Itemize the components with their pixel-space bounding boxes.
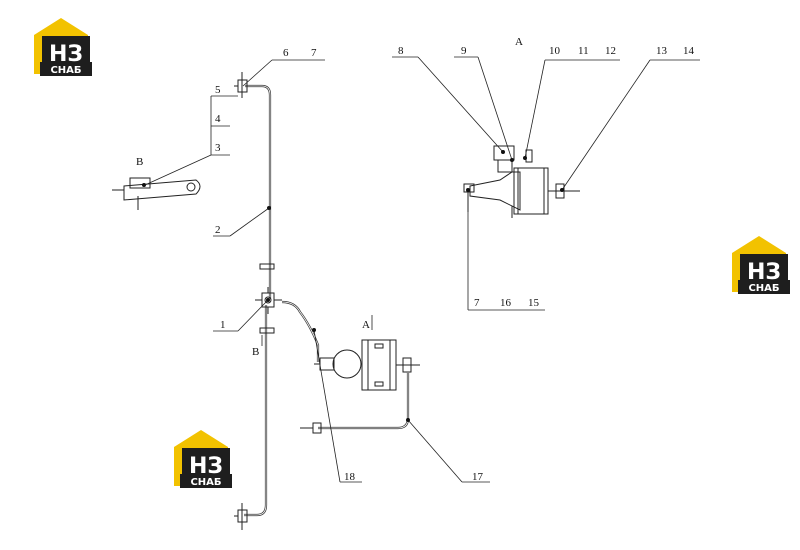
callout-labels: 1 2 3 4 5 6 7 8 9 10 11 12 13 14 7 16 15… bbox=[215, 45, 695, 483]
callout-5: 5 bbox=[215, 84, 221, 96]
logo-caption: СНАБ bbox=[50, 65, 81, 76]
callout-3: 3 bbox=[215, 142, 221, 154]
callout-12: 12 bbox=[605, 45, 616, 57]
callout-1: 1 bbox=[220, 319, 226, 331]
logo-letters: НЗ bbox=[747, 260, 781, 285]
logo-right: НЗ СНАБ bbox=[732, 236, 790, 294]
view-label-a-top: А bbox=[515, 36, 523, 48]
callout-18: 18 bbox=[344, 471, 356, 483]
callout-17: 17 bbox=[472, 471, 484, 483]
logo-caption: СНАБ bbox=[190, 477, 221, 488]
callout-13: 13 bbox=[656, 45, 668, 57]
logo-bottom-left: НЗ СНАБ bbox=[174, 430, 232, 488]
callout-10: 10 bbox=[549, 45, 561, 57]
logo-top-left: НЗ СНАБ bbox=[34, 18, 92, 76]
callout-15: 15 bbox=[528, 297, 540, 309]
callout-7-top: 7 bbox=[311, 47, 317, 59]
vertical-tube-assembly bbox=[234, 72, 282, 530]
callout-2: 2 bbox=[215, 224, 221, 236]
view-label-b-side: В bbox=[136, 156, 143, 168]
callout-11: 11 bbox=[578, 45, 589, 57]
view-label-b-bottom: В bbox=[252, 346, 259, 358]
callout-7-bottom: 7 bbox=[474, 297, 480, 309]
callout-8: 8 bbox=[398, 45, 404, 57]
view-labels: А А В В bbox=[136, 36, 523, 358]
callout-6: 6 bbox=[283, 47, 289, 59]
leader-lines bbox=[144, 56, 700, 483]
branch-tube bbox=[281, 300, 320, 362]
logo-caption: СНАБ bbox=[748, 283, 779, 294]
logo-letters: НЗ bbox=[49, 42, 83, 67]
callout-9: 9 bbox=[461, 45, 467, 57]
chamber-assembly-view-a bbox=[463, 145, 580, 218]
lever-bracket-b bbox=[112, 177, 201, 210]
view-label-a-mid: А bbox=[362, 319, 370, 331]
callout-4: 4 bbox=[215, 113, 221, 125]
callout-14: 14 bbox=[683, 45, 695, 57]
callout-16: 16 bbox=[500, 297, 512, 309]
logo-letters: НЗ bbox=[189, 454, 223, 479]
